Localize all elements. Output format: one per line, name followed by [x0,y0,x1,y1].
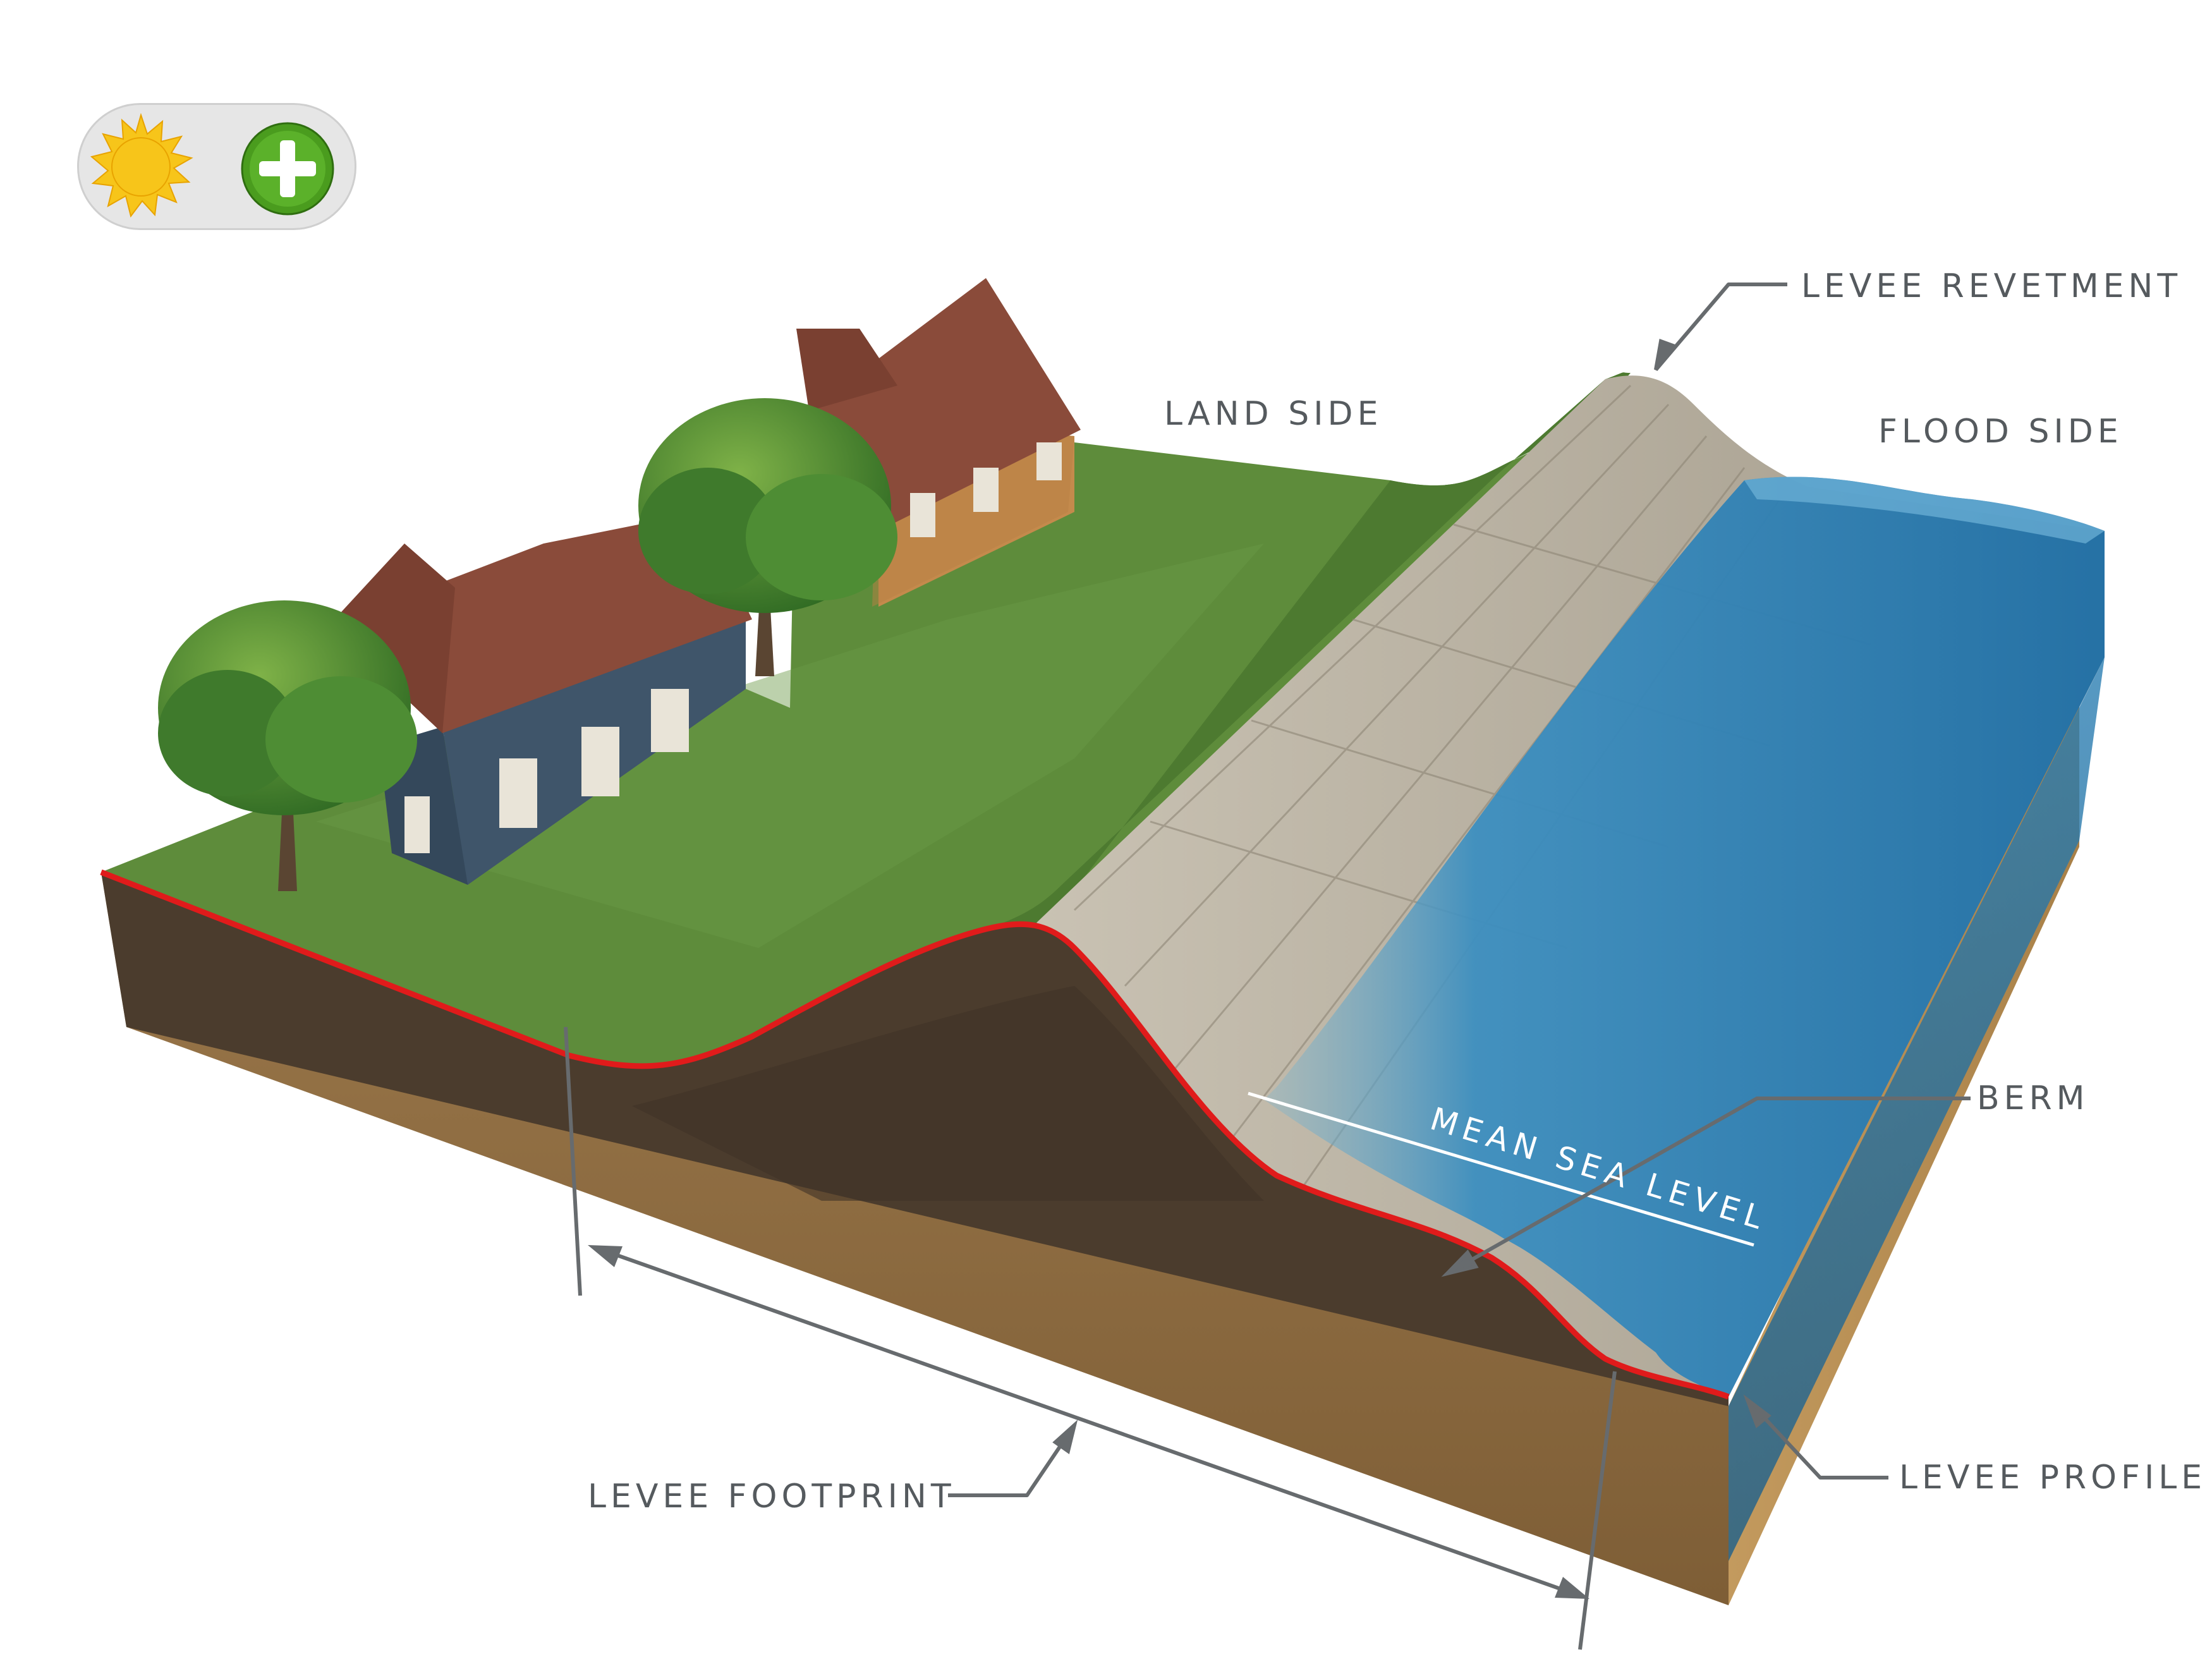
flood-water [1264,477,2105,1397]
view-toggle [77,103,356,230]
label-levee-footprint: LEVEE FOOTPRINT [588,1478,956,1516]
tree-middle [638,398,897,676]
tree-front [158,600,417,891]
label-levee-profile: LEVEE PROFILE [1899,1459,2206,1497]
grass-surface [101,373,1631,1066]
mean-sea-level-line [1248,1091,1754,1247]
water-side-face [1729,657,2105,1561]
label-levee-revetment: LEVEE REVETMENT [1801,267,2182,305]
levee-land-slope [752,372,1631,1037]
sun-icon[interactable] [87,112,195,221]
plus-icon[interactable] [240,121,335,216]
levee-profile-line [100,869,1730,1400]
house-front [329,512,752,885]
leader-lines [564,283,1971,1650]
label-land-side: LAND SIDE [1164,395,1382,433]
label-berm: BERM [1977,1079,2089,1117]
label-flood-side: FLOOD SIDE [1878,413,2123,451]
